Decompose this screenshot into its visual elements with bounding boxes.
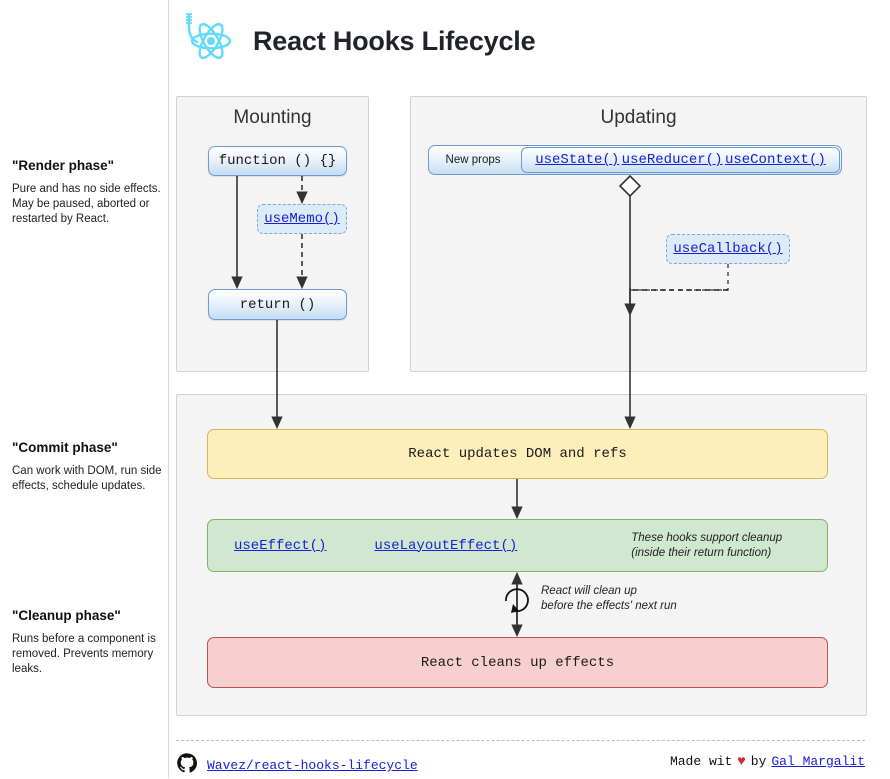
- phase-title-render: "Render phase": [12, 158, 115, 173]
- effects-note-line1: These hooks support cleanup: [631, 531, 783, 544]
- node-effect-hooks[interactable]: useEffect() useLayoutEffect() These hook…: [207, 519, 828, 572]
- usememo-link[interactable]: useMemo(): [264, 211, 340, 227]
- effects-note-line2: (inside their return function): [631, 546, 772, 559]
- phase-info-cleanup: "Cleanup phase" Runs before a component …: [12, 608, 162, 677]
- cleanup-annotation: React will clean up before the effects' …: [541, 584, 781, 614]
- uselayouteffect-link[interactable]: useLayoutEffect(): [374, 537, 518, 554]
- node-react-cleans-up-effects[interactable]: React cleans up effects: [207, 637, 828, 688]
- node-function[interactable]: function () {}: [208, 146, 347, 176]
- footer-divider: [176, 740, 865, 741]
- effects-cleanup-note: These hooks support cleanup (inside thei…: [631, 531, 782, 561]
- rail-divider: [168, 0, 169, 778]
- react-atom-hook-icon: [175, 9, 239, 73]
- phase-description-commit: Can work with DOM, run side effects, sch…: [12, 465, 162, 492]
- usereducer-link[interactable]: useReducer(): [621, 152, 723, 168]
- author-link[interactable]: Gal Margalit: [771, 754, 865, 769]
- page-header: React Hooks Lifecycle: [175, 8, 536, 74]
- node-return[interactable]: return (): [208, 289, 347, 320]
- made-prefix: Made wit: [669, 754, 733, 769]
- cleanup-note-line2: before the effects' next run: [541, 600, 677, 612]
- heart-icon: ♥: [737, 753, 746, 770]
- phase-title-cleanup: "Cleanup phase": [12, 608, 121, 623]
- updating-title: Updating: [600, 107, 677, 128]
- usestate-link[interactable]: useState(): [535, 152, 620, 168]
- page-title: React Hooks Lifecycle: [253, 25, 536, 56]
- phase-info-commit: "Commit phase" Can work with DOM, run si…: [12, 440, 162, 494]
- repo-link[interactable]: Wavez/react-hooks-lifecycle: [207, 758, 418, 773]
- node-react-updates-dom[interactable]: React updates DOM and refs: [207, 429, 828, 479]
- node-usememo[interactable]: useMemo(): [257, 204, 347, 234]
- cleanup-note-line1: React will clean up: [541, 585, 637, 597]
- node-return-label: return (): [239, 296, 316, 313]
- node-state-hooks[interactable]: useState() useReducer() useContext(): [521, 147, 840, 173]
- node-new-props[interactable]: New props useState() useReducer() useCon…: [428, 145, 842, 175]
- repo-group[interactable]: Wavez/react-hooks-lifecycle: [176, 752, 418, 779]
- node-react-cleans-up-effects-label: React cleans up effects: [420, 654, 615, 671]
- new-props-label: New props: [445, 154, 501, 166]
- usecallback-link[interactable]: useCallback(): [673, 241, 783, 257]
- phase-description-cleanup: Runs before a component is removed. Prev…: [12, 633, 156, 675]
- phase-description-render: Pure and has no side effects. May be pau…: [12, 183, 161, 225]
- mounting-panel: Mounting: [176, 96, 369, 372]
- updating-panel: Updating: [410, 96, 867, 372]
- page-footer: Wavez/react-hooks-lifecycle Made wit ♥ b…: [176, 752, 865, 778]
- node-react-updates-dom-label: React updates DOM and refs: [408, 446, 627, 462]
- phase-info-render: "Render phase" Pure and has no side effe…: [12, 158, 162, 227]
- made-by-group: Made wit ♥ by Gal Margalit: [670, 754, 865, 769]
- mounting-title: Mounting: [233, 107, 312, 128]
- node-usecallback[interactable]: useCallback(): [666, 234, 790, 264]
- node-function-label: function () {}: [218, 153, 337, 169]
- phase-title-commit: "Commit phase": [12, 440, 118, 455]
- usecontext-link[interactable]: useContext(): [724, 152, 826, 168]
- made-by-text: by: [750, 754, 767, 769]
- useeffect-link[interactable]: useEffect(): [234, 537, 327, 554]
- github-icon: [176, 752, 198, 779]
